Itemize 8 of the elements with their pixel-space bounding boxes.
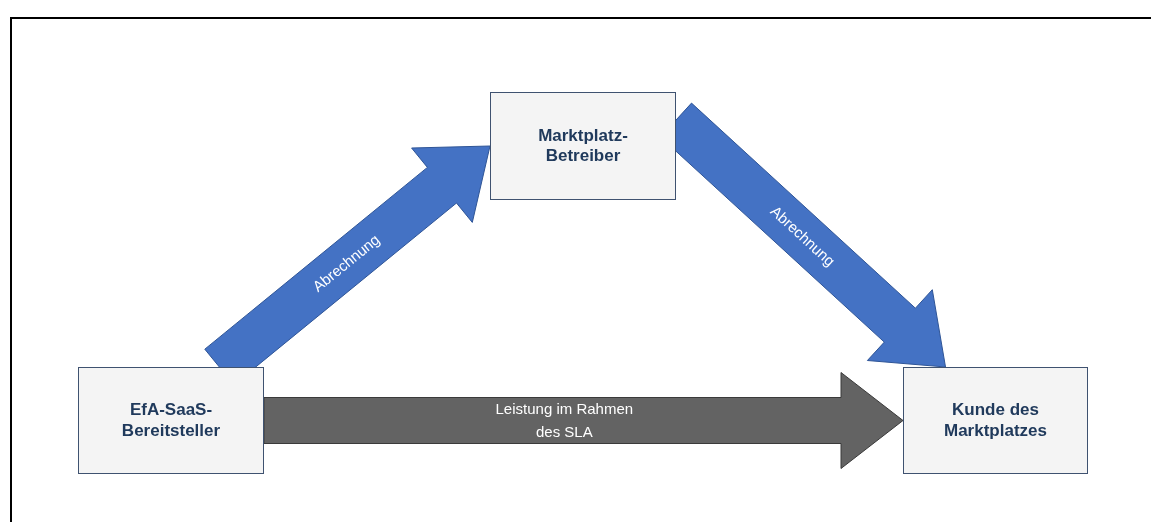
node-label: Kunde des Marktplatzes bbox=[943, 400, 1048, 441]
process-box bbox=[78, 367, 264, 474]
node-label: EfA-SaaS-Bereitsteller bbox=[120, 400, 222, 441]
edge-label: Leistung im Rahmen des SLA bbox=[494, 399, 635, 442]
node-label: Marktplatz-Betreiber bbox=[537, 125, 629, 167]
process-box bbox=[903, 367, 1088, 474]
block-arrow bbox=[263, 372, 904, 469]
process-box bbox=[490, 92, 676, 200]
